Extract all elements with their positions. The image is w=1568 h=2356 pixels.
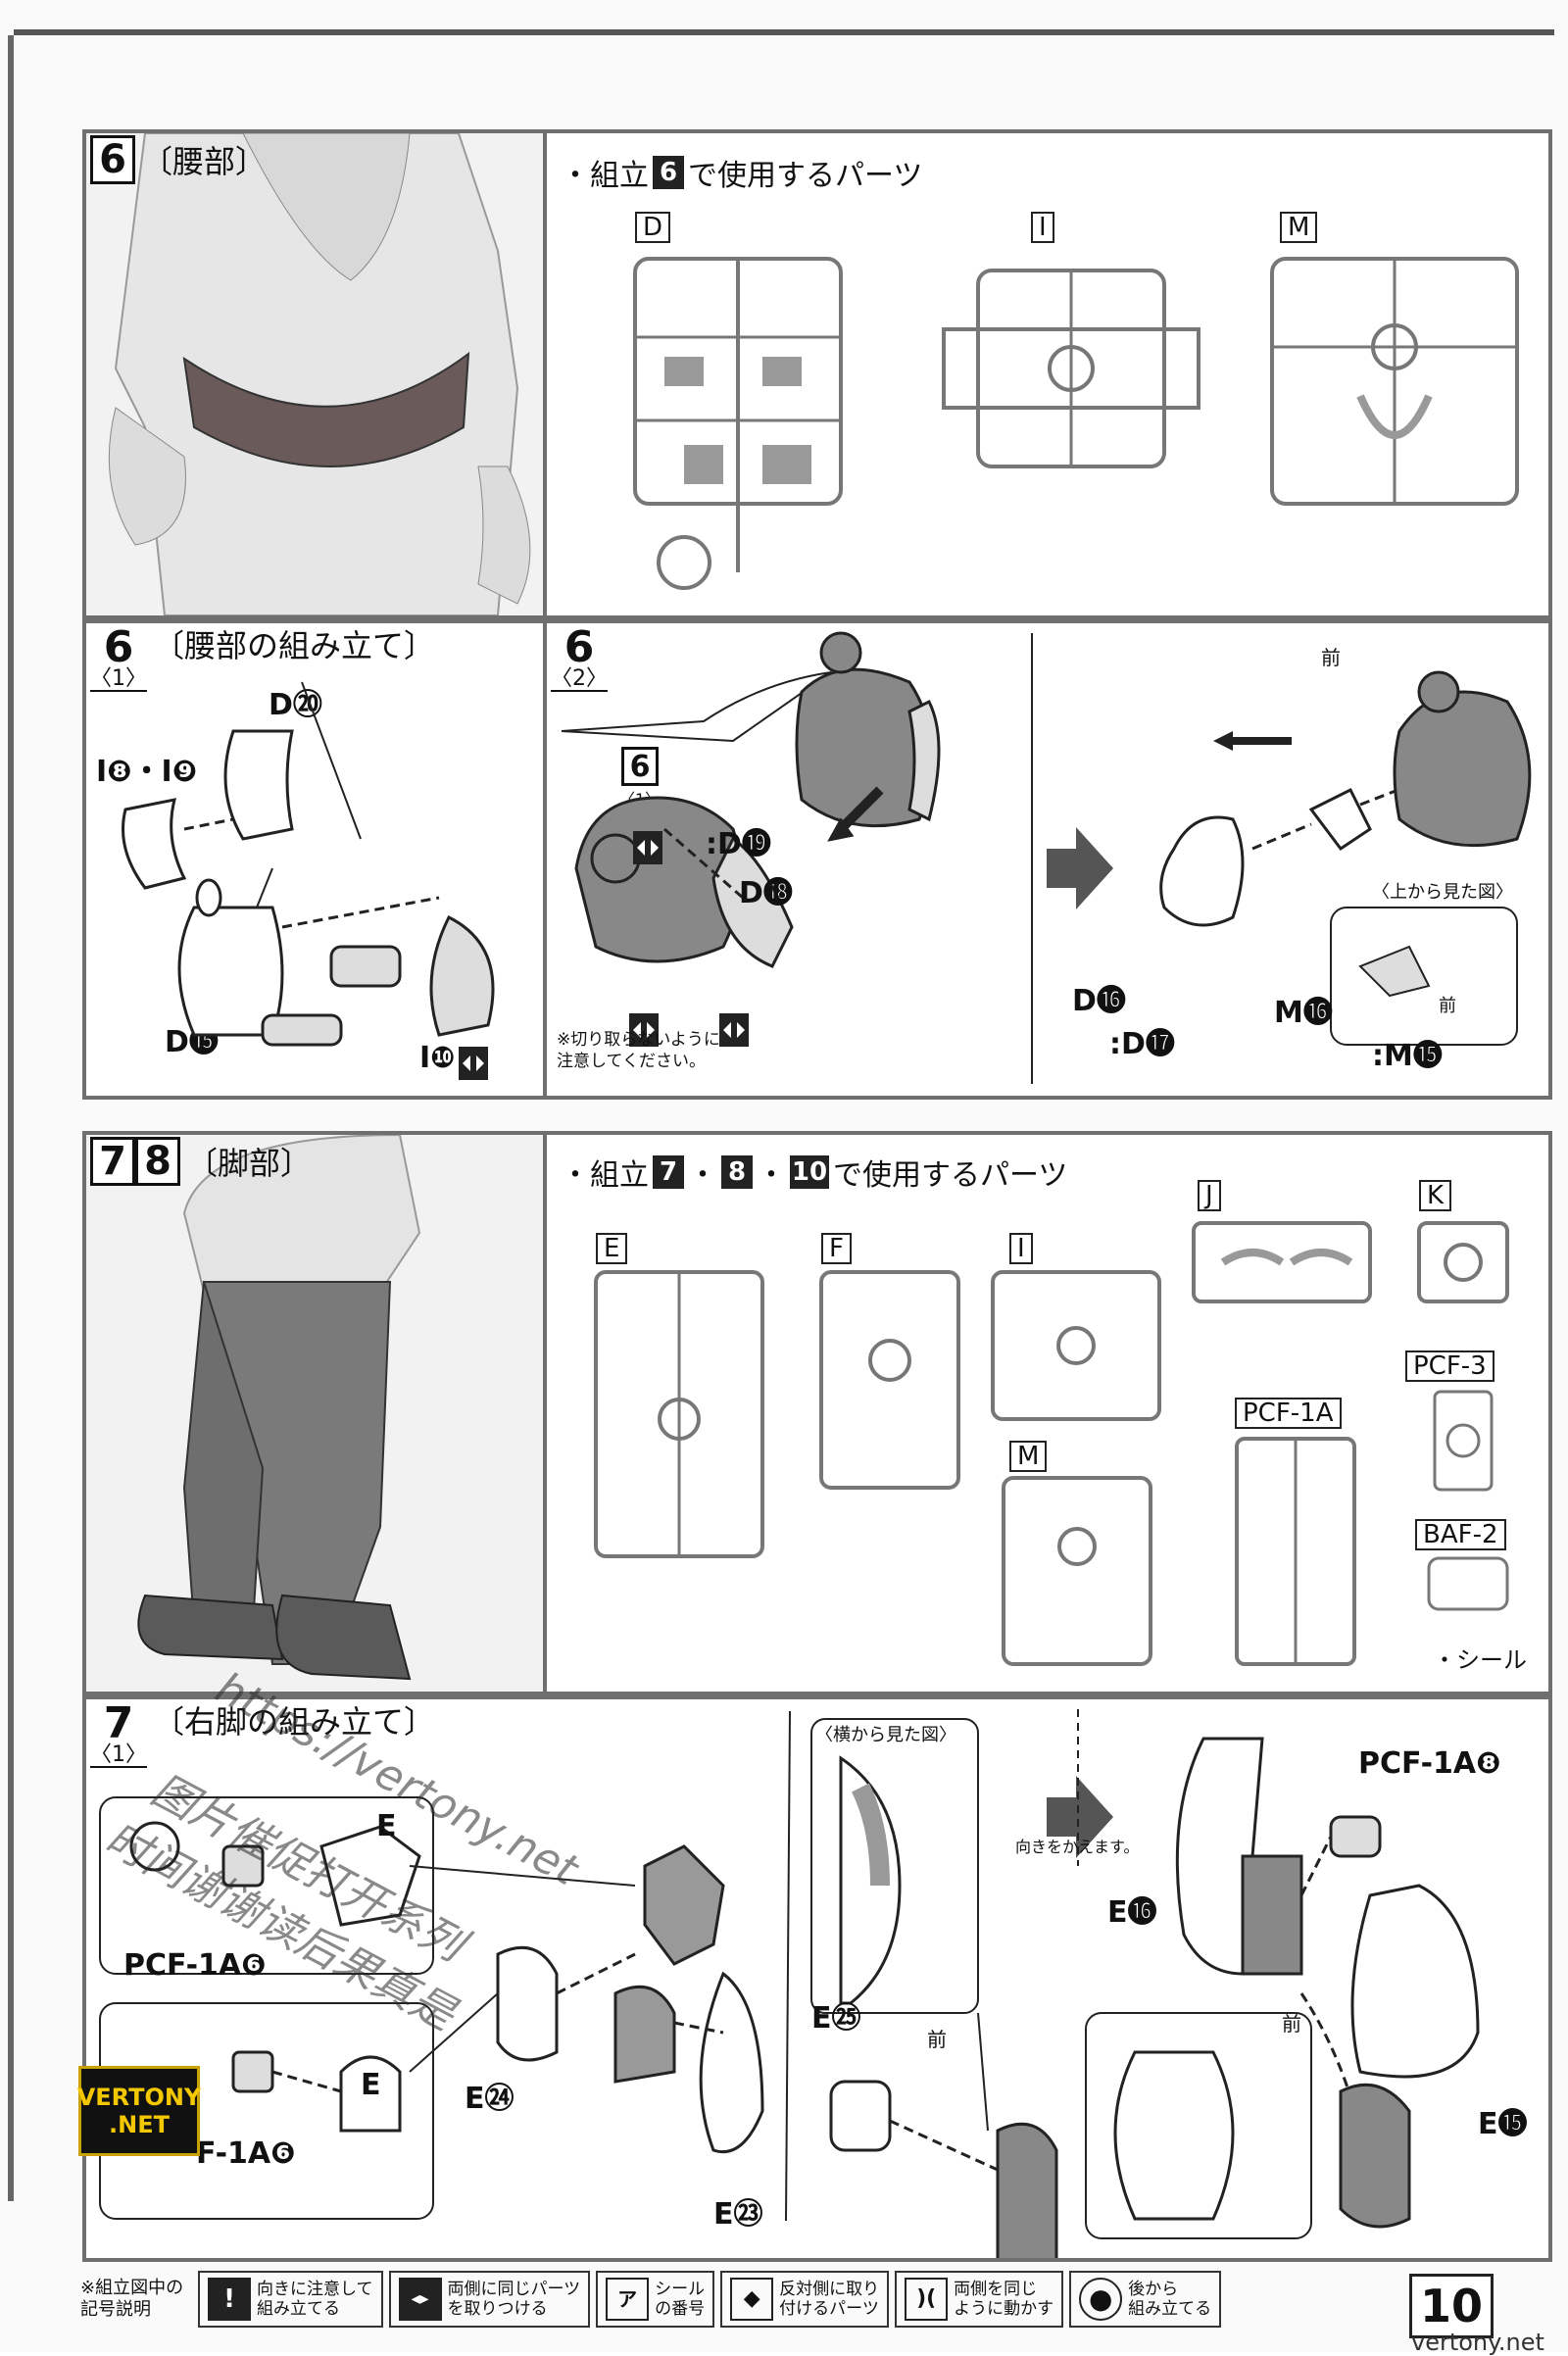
waist-figure-panel: 6 〔腰部〕 — [86, 133, 543, 615]
side-view-label: 〈横から見た図〉 — [815, 1725, 956, 1745]
label-m16: M⓰ — [1274, 996, 1333, 1030]
runner-label-k: K — [1419, 1180, 1452, 1211]
section6-title: 〔腰部〕 — [141, 143, 268, 180]
label-d20: D⑳ — [269, 688, 322, 722]
runner-label-f: F — [821, 1233, 852, 1264]
label-front-b: 前 — [1282, 2012, 1301, 2036]
site-watermark: vertony.net — [1411, 2329, 1544, 2356]
runner-label-d: D — [635, 212, 671, 243]
label-pcf1a8: PCF-1A❽ — [1358, 1746, 1501, 1781]
step6-1-sub: 〈1〉 — [90, 666, 147, 692]
leg-figure-panel: 7 8 〔脚部〕 — [86, 1135, 543, 1692]
label-i8-i9: I❽・I❾ — [96, 755, 198, 789]
runner-label-j: J — [1198, 1180, 1221, 1211]
runner-label-m-2: M — [1009, 1441, 1048, 1472]
exclamation-icon: ! — [208, 2278, 251, 2321]
label-front-2: 前 — [1439, 996, 1456, 1016]
section6-header: 6 〔腰部〕 — [90, 135, 267, 184]
cut-note: ※切り取らないように 注意してください。 — [557, 1030, 720, 1071]
step6-1-diagram — [122, 681, 495, 1080]
top-border — [14, 29, 1554, 35]
label-d16: D⓰ — [1072, 984, 1126, 1018]
label-e16: E⓰ — [1107, 1895, 1157, 1930]
label-e-a: E — [376, 1809, 397, 1843]
runner-label-i: I — [1031, 212, 1054, 243]
runner-label-pcf3: PCF-3 — [1405, 1350, 1494, 1382]
label-i10: I❿ — [419, 1041, 456, 1075]
section78-parts-heading: ・組立 7 ・ 8 ・ 10 で使用するパーツ — [561, 1155, 1068, 1193]
label-e15: E⓯ — [1478, 2107, 1528, 2141]
label-e-b: E — [361, 2068, 381, 2102]
runner-d-diagram — [633, 257, 843, 590]
step6-1-header: 6 〈1〉 〔腰部の組み立て〕 — [90, 623, 436, 692]
legend-item-sticker: ア シール の番号 — [596, 2271, 715, 2328]
legend-item-assemble-later: ● 後から 組み立てる — [1069, 2271, 1222, 2328]
section78-parts-panel: ・組立 7 ・ 8 ・ 10 で使用するパーツ E F I J K M PCF-… — [547, 1135, 1548, 1692]
step6-2-header: 6 〈2〉 — [551, 623, 608, 692]
both-sides-icon: ◂▸ — [398, 2278, 442, 2321]
section6-parts-panel: ・組立 6 で使用するパーツ D I M — [547, 133, 1548, 615]
left-border — [8, 35, 14, 2201]
legend-item-both-sides: ◂▸ 両側に同じパーツ を取りつける — [388, 2271, 591, 2328]
step6-2-sub: 〈2〉 — [551, 666, 608, 692]
page-number: 10 — [1409, 2274, 1494, 2338]
runner-label-i-2: I — [1009, 1233, 1033, 1264]
step6-2-panel: 6 〈2〉 6 〈1〉 — [547, 623, 1548, 1096]
legend-item-opposite-side: ◆ 反対側に取り 付けるパーツ — [720, 2271, 890, 2328]
label-top-view: 〈上から見た図〉 — [1372, 882, 1513, 903]
legend-title: ※組立図中の 記号説明 — [80, 2278, 184, 2320]
step6-1-panel: 6 〈1〉 〔腰部の組み立て〕 D⑳ I❽・I❾ D⓯ I❿ — [86, 623, 543, 1096]
label-pcf1a6-a: PCF-1A❻ — [123, 1948, 267, 1983]
runner-label-e: E — [596, 1233, 628, 1264]
label-d19: :D⓳ — [706, 827, 771, 861]
legend-item-orientation: ! 向きに注意して 組み立てる — [198, 2271, 383, 2328]
step7-1-panel: 7 〈1〉 〔右脚の組み立て〕 — [86, 1699, 1548, 2258]
step6-1-title: 〔腰部の組み立て〕 — [153, 627, 436, 664]
runner-label-m: M — [1280, 212, 1318, 243]
label-pcf1a6-b: F-1A❻ — [196, 2136, 296, 2171]
runner-m-diagram — [1270, 257, 1519, 506]
step7-1-diagram — [99, 1709, 1480, 2258]
label-d17: :D⓱ — [1109, 1027, 1175, 1061]
section6-parts-heading: ・組立 6 で使用するパーツ — [561, 156, 923, 193]
runner-i-diagram — [942, 269, 1200, 468]
step6-2-number: 6 — [560, 623, 599, 672]
leg-figure-illustration — [137, 1135, 421, 1681]
assemble-later-icon: ● — [1079, 2278, 1123, 2321]
step7-1-sub: 〈1〉 — [90, 1742, 147, 1768]
step6-1-number: 6 — [99, 623, 138, 672]
label-e25: E㉕ — [811, 2001, 861, 2036]
label-front-a: 前 — [927, 2028, 947, 2051]
section78-number-2: 8 — [135, 1137, 180, 1186]
section78-header: 7 8 〔脚部〕 — [90, 1137, 312, 1186]
opposite-side-icon: ◆ — [730, 2278, 774, 2321]
section78-number-1: 7 — [90, 1137, 135, 1186]
section6-number: 6 — [90, 135, 135, 184]
step6-2-diagram — [561, 631, 1532, 1084]
section78-title: 〔脚部〕 — [186, 1145, 313, 1182]
legend-item-move-both: )( 両側を同じ ように動かす — [895, 2271, 1064, 2328]
label-e23: E㉓ — [713, 2197, 763, 2232]
step7-1-number: 7 — [99, 1699, 138, 1748]
label-m15: :M⓯ — [1372, 1039, 1443, 1073]
turn-note: 向きをかえます。 — [1015, 1838, 1140, 1856]
sticker-label: ・シール — [1433, 1646, 1527, 1674]
runner-label-baf2: BAF-2 — [1415, 1519, 1506, 1550]
move-both-icon: )( — [905, 2278, 949, 2321]
symbol-legend: ※組立図中の 記号説明 ! 向きに注意して 組み立てる ◂▸ 両側に同じパーツ … — [80, 2270, 1403, 2329]
step7-1-header: 7 〈1〉 〔右脚の組み立て〕 — [90, 1699, 436, 1768]
waist-figure-illustration — [108, 133, 531, 615]
label-e24: E㉔ — [465, 2082, 514, 2116]
vertony-logo: VERTONY .NET — [77, 2066, 201, 2156]
step7-1-title: 〔右脚の組み立て〕 — [153, 1703, 436, 1741]
label-front: 前 — [1321, 646, 1341, 669]
section78-runners-diagram — [594, 1221, 1509, 1666]
sticker-icon: ア — [606, 2278, 650, 2321]
runner-label-pcf1a: PCF-1A — [1235, 1398, 1342, 1429]
label-d18: D⓲ — [739, 876, 793, 910]
